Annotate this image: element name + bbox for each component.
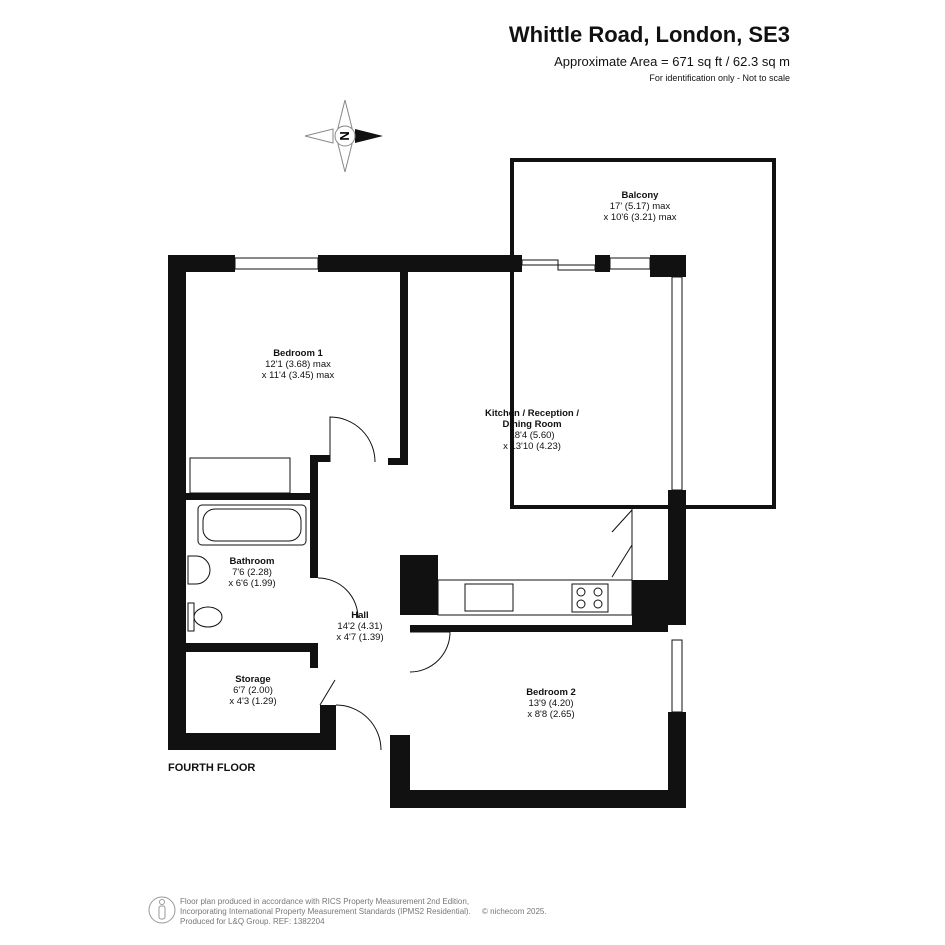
door-swing: [409, 631, 451, 673]
door-swing: [335, 704, 382, 751]
balcony-outline: [510, 158, 776, 509]
kitchen-counter: [437, 579, 633, 616]
hob: [571, 583, 609, 613]
window: [234, 257, 319, 270]
window: [609, 257, 651, 270]
balcony-door: [557, 264, 596, 271]
door-swing: [329, 416, 376, 463]
copyright: © nichecom 2025.: [482, 907, 547, 916]
storage-door: [319, 679, 336, 706]
floor-label: FOURTH FLOOR: [168, 762, 256, 774]
window: [671, 639, 683, 713]
scale-note: For identification only - Not to scale: [649, 73, 790, 83]
footer-text: Floor plan produced in accordance with R…: [180, 897, 471, 926]
north-label: N: [337, 131, 352, 140]
sink: [464, 583, 514, 612]
compass-icon: N: [304, 99, 383, 173]
cupboard-door: [611, 505, 633, 580]
bathtub: [197, 504, 307, 546]
balcony-door: [521, 259, 559, 266]
window: [671, 276, 683, 491]
door-swing: [317, 577, 359, 619]
basin: [187, 555, 211, 585]
property-title: Whittle Road, London, SE3: [508, 22, 790, 47]
walls: [168, 255, 686, 808]
approximate-area: Approximate Area = 671 sq ft / 62.3 sq m: [554, 54, 790, 69]
